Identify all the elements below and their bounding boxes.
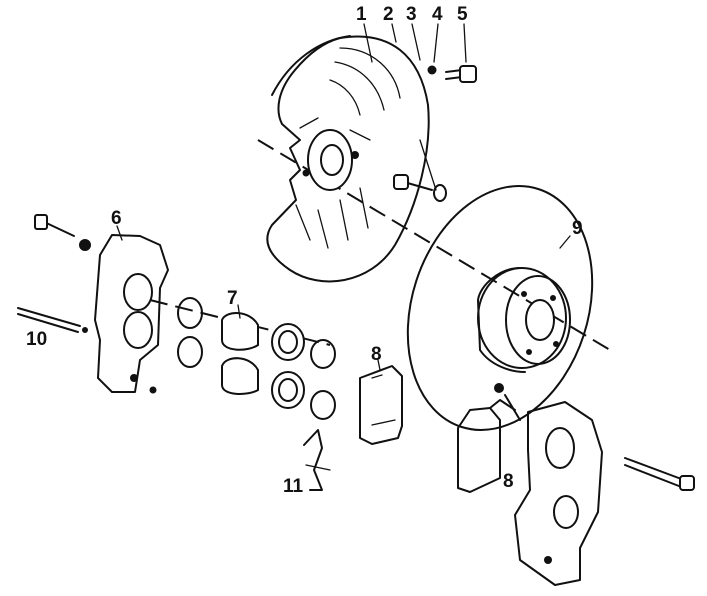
callout-11: 11 [283,476,304,497]
piston-seals [177,297,336,420]
brake-disc [406,185,594,431]
callout-8-left: 8 [371,344,382,365]
callout-7: 7 [227,288,238,309]
brake-pad-left [359,365,403,445]
splash-shield [266,35,430,283]
leader-lines [116,23,571,371]
callout-10: 10 [26,329,47,350]
callout-labels: 1 2 3 4 5 6 7 8 8 9 10 11 [26,4,583,497]
guide-pin [17,307,88,333]
callout-5: 5 [457,4,468,25]
pad-spring [303,429,331,491]
callout-1: 1 [356,4,367,25]
callout-8-right: 8 [503,471,514,492]
caliper-left [34,214,169,394]
caliper-right [494,383,695,586]
callout-2: 2 [383,4,394,25]
callout-4: 4 [432,4,443,25]
callout-3: 3 [406,4,417,25]
callout-6: 6 [111,208,122,229]
callout-9: 9 [572,218,583,239]
brake-pad-right [457,399,516,493]
shield-bolt [393,65,477,202]
